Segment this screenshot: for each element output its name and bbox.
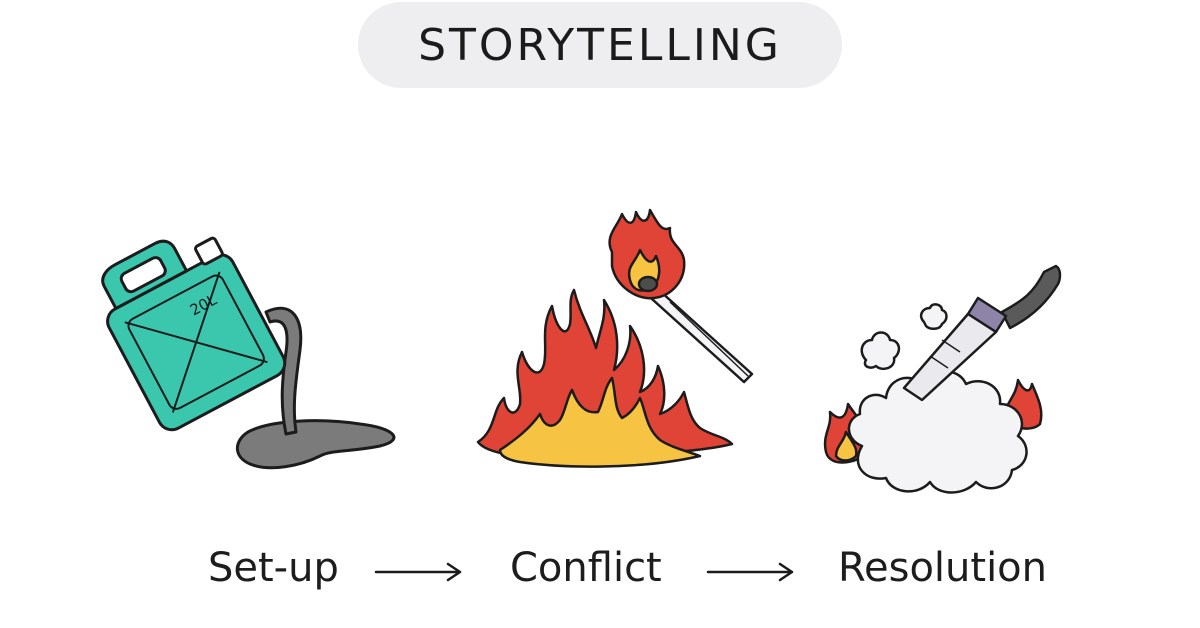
spill-puddle bbox=[235, 419, 396, 470]
fire-icon bbox=[476, 208, 754, 468]
stage-label-setup: Set-up bbox=[208, 545, 339, 591]
page-title: STORYTELLING bbox=[418, 19, 782, 71]
hose bbox=[1000, 264, 1062, 330]
smoke-puff-1 bbox=[860, 331, 901, 370]
nozzle-pipe bbox=[902, 312, 998, 402]
pour-stream bbox=[264, 306, 303, 436]
extinguished-fire-icon bbox=[823, 264, 1062, 494]
stage-label-resolution: Resolution bbox=[838, 545, 1048, 591]
smoke-puff-2 bbox=[919, 303, 948, 330]
title-pill: STORYTELLING bbox=[358, 2, 842, 88]
stage-label-conflict: Conflict bbox=[510, 545, 662, 591]
gasoline-can-icon: 20L bbox=[101, 236, 396, 470]
smoke-cloud bbox=[847, 370, 1028, 494]
match-head bbox=[637, 275, 659, 293]
can-spout bbox=[194, 236, 224, 266]
big-flame-yellow bbox=[498, 376, 702, 468]
arrow-right-icon bbox=[374, 562, 462, 582]
arrow-right-icon bbox=[706, 562, 794, 582]
